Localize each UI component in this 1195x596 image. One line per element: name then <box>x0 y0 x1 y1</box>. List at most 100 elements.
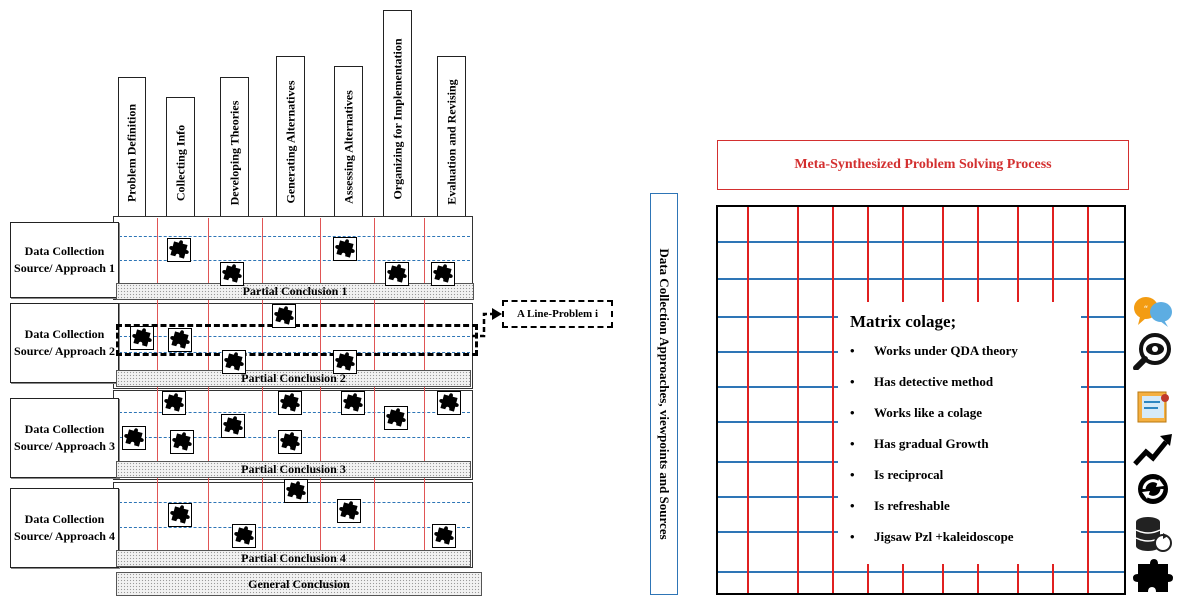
bullet: • <box>850 374 855 389</box>
source-label: Data Collection Source/ Approach 4 <box>14 512 115 543</box>
source-box-1: Data Collection Source/ Approach 1 <box>10 222 119 298</box>
refresh-icon <box>1132 470 1174 508</box>
panel-item: • Works under QDA theory <box>850 342 1018 373</box>
puzzle-piece-icon <box>384 406 408 430</box>
stage-problem-definition: Problem Definition <box>118 77 146 228</box>
source-box-2: Data Collection Source/ Approach 2 <box>10 303 119 383</box>
puzzle-piece-icon <box>122 426 146 450</box>
panel-item-text: Is refreshable <box>874 498 950 513</box>
source-label: Data Collection Source/ Approach 1 <box>14 244 115 275</box>
dashed-line <box>114 336 470 337</box>
puzzle-piece-icon <box>337 499 361 523</box>
puzzle-piece-icon <box>232 524 256 548</box>
bullet: • <box>850 529 855 544</box>
panel-heading: Matrix colage; <box>850 312 957 331</box>
side-label-box: Data Collection Approaches, viewpoints a… <box>650 193 678 595</box>
stage-label: Problem Definition <box>124 103 139 202</box>
source-label: Data Collection Source/ Approach 3 <box>14 422 115 453</box>
svg-text:“: “ <box>1144 305 1149 315</box>
line-problem-callout: A Line-Problem i <box>502 300 613 328</box>
stage-evaluation-and-revising: Evaluation and Revising <box>437 56 466 228</box>
puzzle-piece-icon <box>170 430 194 454</box>
bullet: • <box>850 467 855 482</box>
stage-divider <box>208 218 209 564</box>
dashed-line <box>114 260 470 261</box>
partial-conclusion-4: Partial Conclusion 4 <box>116 550 471 567</box>
stage-divider <box>424 218 425 564</box>
panel-item: • Has gradual Growth <box>850 435 1018 466</box>
bullet: • <box>850 405 855 420</box>
panel-list: • Works under QDA theory • Has detective m… <box>850 342 1018 559</box>
stage-label: Developing Theories <box>227 100 241 205</box>
puzzle-piece-icon <box>167 238 191 262</box>
matrix-colage-panel: Matrix colage; • Works under QDA theory •… <box>838 302 1081 564</box>
source-box-3: Data Collection Source/ Approach 3 <box>10 398 119 478</box>
stage-label: Evaluation and Revising <box>444 79 458 205</box>
panel-item-text: Works like a colage <box>874 405 982 420</box>
stage-generating-alternatives: Generating Alternatives <box>276 56 305 228</box>
puzzle-piece-icon <box>222 350 246 374</box>
puzzle-piece-icon <box>130 326 154 350</box>
puzzle-piece-icon <box>437 391 461 415</box>
callout-connector <box>472 308 502 338</box>
stage-divider <box>262 218 263 564</box>
dashed-line <box>114 527 470 528</box>
source-box-4: Data Collection Source/ Approach 4 <box>10 488 119 568</box>
side-label: Data Collection Approaches, viewpoints a… <box>657 248 672 540</box>
partial-conclusion-3: Partial Conclusion 3 <box>116 461 471 478</box>
puzzle-piece-icon <box>432 524 456 548</box>
trend-arrow-icon <box>1132 430 1174 468</box>
puzzle-piece-icon <box>272 304 296 328</box>
stage-assessing-alternatives: Assessing Alternatives <box>334 66 363 228</box>
puzzle-piece-icon <box>431 262 455 286</box>
puzzle-piece-icon <box>278 430 302 454</box>
stage-divider <box>157 218 158 564</box>
stage-divider <box>374 218 375 564</box>
panel-item: • Works like a colage <box>850 404 1018 435</box>
stage-divider <box>320 218 321 564</box>
puzzle-piece-icon <box>284 479 308 503</box>
panel-item: • Is refreshable <box>850 497 1018 528</box>
puzzle-piece-icon <box>162 391 186 415</box>
puzzle-icon <box>1132 558 1174 596</box>
problem-line-highlight <box>116 324 478 356</box>
magnifier-eye-icon <box>1132 332 1174 370</box>
general-conclusion: General Conclusion <box>116 572 482 596</box>
panel-item-text: Works under QDA theory <box>874 343 1018 358</box>
stage-label: Assessing Alternatives <box>341 90 355 204</box>
stage-label: Generating Alternatives <box>283 80 297 204</box>
panel-item-text: Is reciprocal <box>874 467 944 482</box>
matrix-title: Meta-Synthesized Problem Solving Process <box>717 140 1129 190</box>
puzzle-piece-icon <box>278 391 302 415</box>
stage-label: Collecting Info <box>173 124 187 201</box>
speech-bubbles-icon: “ <box>1132 292 1174 330</box>
panel-item-text: Jigsaw Pzl +kaleidoscope <box>874 529 1014 544</box>
stage-label: Organizing for Implementation <box>390 38 404 200</box>
stage-collecting-info: Collecting Info <box>166 97 195 228</box>
bullet: • <box>850 436 855 451</box>
dashed-line <box>114 236 470 237</box>
panel-item: • Jigsaw Pzl +kaleidoscope <box>850 528 1018 559</box>
bullet: • <box>850 343 855 358</box>
panel-item-text: Has detective method <box>874 374 994 389</box>
puzzle-piece-icon <box>385 262 409 286</box>
dashed-line <box>114 352 470 353</box>
puzzle-piece-icon <box>168 503 192 527</box>
puzzle-piece-icon <box>333 350 357 374</box>
puzzle-piece-icon <box>333 237 357 261</box>
notes-icon <box>1132 388 1174 426</box>
callout-label: A Line-Problem i <box>516 308 599 320</box>
partial-conclusion-1: Partial Conclusion 1 <box>116 283 474 300</box>
source-label: Data Collection Source/ Approach 2 <box>14 327 115 358</box>
database-refresh-icon <box>1132 515 1174 553</box>
puzzle-piece-icon <box>168 328 192 352</box>
puzzle-piece-icon <box>341 391 365 415</box>
puzzle-piece-icon <box>220 262 244 286</box>
partial-conclusion-2: Partial Conclusion 2 <box>116 370 471 387</box>
panel-item-text: Has gradual Growth <box>874 436 989 451</box>
puzzle-piece-icon <box>221 414 245 438</box>
panel-item: • Is reciprocal <box>850 466 1018 497</box>
matrix-title-text: Meta-Synthesized Problem Solving Process <box>794 157 1052 172</box>
bullet: • <box>850 498 855 513</box>
stage-organizing-for-implementation: Organizing for Implementation <box>383 10 412 228</box>
